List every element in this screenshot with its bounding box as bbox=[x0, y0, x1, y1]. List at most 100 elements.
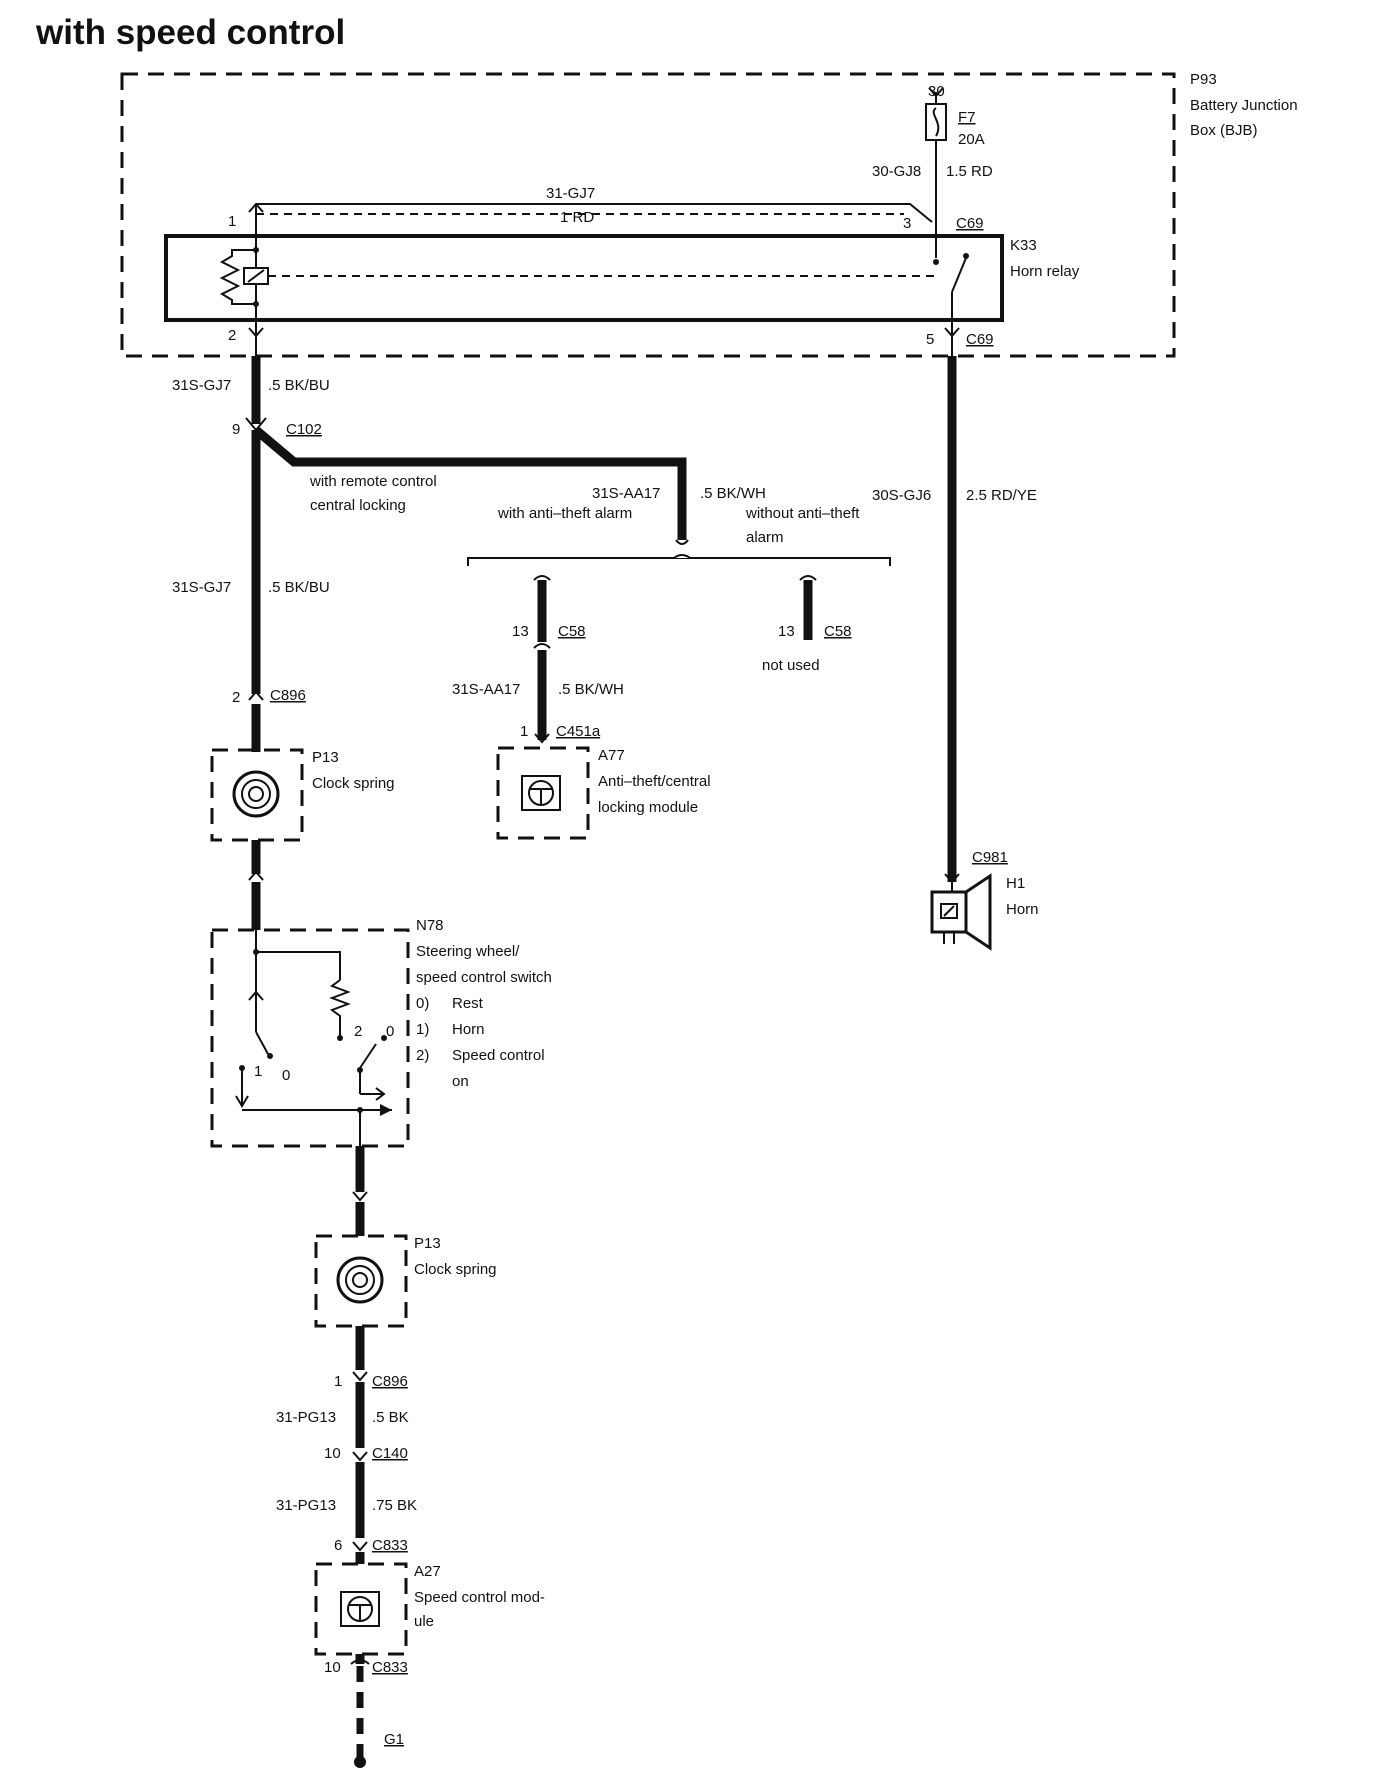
wire-31pg13 bbox=[352, 1326, 368, 1564]
wire-30gj8-size: 1.5 RD bbox=[946, 163, 993, 180]
c102-connector: C102 bbox=[286, 421, 322, 438]
c896-top-pin: 2 bbox=[232, 689, 240, 706]
relay-name: Horn relay bbox=[1010, 263, 1080, 280]
c833-bottom-connector: C833 bbox=[372, 1659, 408, 1676]
wire-31sgj7-a-size: .5 BK/BU bbox=[268, 377, 330, 394]
clock-spring-bottom-outline bbox=[314, 1234, 408, 1328]
switch-pos-left-1: 1 bbox=[254, 1063, 262, 1080]
a27-line1: Speed control mod- bbox=[414, 1589, 545, 1606]
wire-switch-to-clockspring bbox=[352, 1146, 368, 1236]
bjb-label-line2: Box (BJB) bbox=[1190, 122, 1258, 139]
wire-31saa17-b-size: .5 BK/WH bbox=[558, 681, 624, 698]
relay-contact-icon bbox=[933, 222, 969, 320]
switch-name-line2: speed control switch bbox=[416, 969, 552, 986]
relay-coil-icon bbox=[219, 236, 934, 320]
c58-right-pin: 13 bbox=[778, 623, 795, 640]
battery-junction-box-outline bbox=[120, 72, 1176, 358]
switch-state-1-label: Horn bbox=[452, 1021, 485, 1038]
remote-note-line1: with remote control bbox=[309, 473, 437, 490]
horn-id: H1 bbox=[1006, 875, 1025, 892]
switch-state-2-label: Speed control bbox=[452, 1047, 545, 1064]
wire-31pg13-b-circuit: 31-PG13 bbox=[276, 1497, 336, 1514]
wire-30sgj6-size: 2.5 RD/YE bbox=[966, 487, 1037, 504]
wire-31saa17-a-size: .5 BK/WH bbox=[700, 485, 766, 502]
relay-id: K33 bbox=[1010, 237, 1037, 254]
clock-spring-top-id: P13 bbox=[312, 749, 339, 766]
switch-state-0-num: 0) bbox=[416, 995, 429, 1012]
relay-pin5: 5 bbox=[926, 331, 934, 348]
a77-id: A77 bbox=[598, 747, 625, 764]
c140-connector: C140 bbox=[372, 1445, 408, 1462]
c451a-connector: C451a bbox=[556, 723, 601, 740]
a77-line1: Anti–theft/central bbox=[598, 773, 711, 790]
relay-connector-bottom: C69 bbox=[966, 331, 994, 348]
fuse-rating: 20A bbox=[958, 131, 985, 148]
bjb-id: P93 bbox=[1190, 71, 1217, 88]
c58-left-connector: C58 bbox=[558, 623, 586, 640]
horn-name: Horn bbox=[1006, 901, 1039, 918]
wire-31sgj7-b-circuit: 31S-GJ7 bbox=[172, 579, 231, 596]
wire-31saa17-b-circuit: 31S-AA17 bbox=[452, 681, 520, 698]
relay-pin3: 3 bbox=[903, 215, 911, 232]
fuse-pin-label: 30 bbox=[928, 83, 945, 100]
speed-module-icon bbox=[340, 1591, 380, 1627]
c451a-pin: 1 bbox=[520, 723, 528, 740]
wire-to-anti-theft-module bbox=[533, 575, 551, 744]
wire-31sgj7-b-size: .5 BK/BU bbox=[268, 579, 330, 596]
clock-spring-bottom-id: P13 bbox=[414, 1235, 441, 1252]
wire-31gj7-circuit: 31-GJ7 bbox=[546, 185, 595, 202]
without-alarm-line1: without anti–theft bbox=[745, 505, 860, 522]
steering-switch-circuit bbox=[235, 930, 392, 1146]
clock-spring-bottom-name: Clock spring bbox=[414, 1261, 497, 1278]
horn-icon bbox=[930, 873, 992, 951]
fuse-id: F7 bbox=[958, 109, 976, 126]
c102-pin: 9 bbox=[232, 421, 240, 438]
a77-line2: locking module bbox=[598, 799, 698, 816]
c58-not-used-stub bbox=[799, 575, 817, 640]
switch-state-2-cont: on bbox=[452, 1073, 469, 1090]
c58-left-pin: 13 bbox=[512, 623, 529, 640]
relay-pin2: 2 bbox=[228, 327, 236, 344]
clock-spring-icon bbox=[232, 770, 280, 818]
relay-pin1: 1 bbox=[228, 213, 236, 230]
switch-state-2-num: 2) bbox=[416, 1047, 429, 1064]
option-bracket bbox=[467, 554, 891, 566]
wire-ground bbox=[350, 1654, 370, 1760]
anti-theft-module-outline bbox=[496, 746, 590, 840]
a27-id: A27 bbox=[414, 1563, 441, 1580]
wire-31pg13-b-size: .75 BK bbox=[372, 1497, 417, 1514]
ground-id: G1 bbox=[384, 1731, 404, 1748]
relay-connector-top: C69 bbox=[956, 215, 984, 232]
horn-relay-body bbox=[164, 234, 1004, 322]
steering-wheel-icon bbox=[521, 775, 561, 811]
bjb-label-line1: Battery Junction bbox=[1190, 97, 1298, 114]
wire-30gj8-circuit: 30-GJ8 bbox=[872, 163, 921, 180]
wire-31pg13-a-circuit: 31-PG13 bbox=[276, 1409, 336, 1426]
wire-31sgj7-main bbox=[245, 356, 267, 752]
wire-31saa17-a-circuit: 31S-AA17 bbox=[592, 485, 660, 502]
wire-31gj7-top bbox=[248, 202, 933, 236]
switch-state-0-label: Rest bbox=[452, 995, 484, 1012]
c896-top-connector: C896 bbox=[270, 687, 306, 704]
c58-not-used-label: not used bbox=[762, 657, 820, 674]
switch-pos-right-2: 2 bbox=[354, 1023, 362, 1040]
relay-bottom-pins bbox=[248, 320, 960, 356]
horn-connector: C981 bbox=[972, 849, 1008, 866]
fuse-f7 bbox=[925, 87, 947, 222]
c58-right-connector: C58 bbox=[824, 623, 852, 640]
c833-bottom-pin: 10 bbox=[324, 1659, 341, 1676]
c833-top-pin: 6 bbox=[334, 1537, 342, 1554]
switch-state-1-num: 1) bbox=[416, 1021, 429, 1038]
without-alarm-line2: alarm bbox=[746, 529, 784, 546]
switch-pos-right-0: 0 bbox=[386, 1023, 394, 1040]
with-alarm-label: with anti–theft alarm bbox=[497, 505, 632, 522]
remote-note-line2: central locking bbox=[310, 497, 406, 514]
clock-spring-top-name: Clock spring bbox=[312, 775, 395, 792]
c140-pin: 10 bbox=[324, 1445, 341, 1462]
switch-name-line1: Steering wheel/ bbox=[416, 943, 520, 960]
wire-31gj7-size: 1 RD bbox=[560, 209, 594, 226]
clock-spring-top-outline bbox=[210, 748, 304, 842]
wire-31saa17-branch bbox=[253, 426, 689, 545]
switch-pos-left-0: 0 bbox=[282, 1067, 290, 1084]
